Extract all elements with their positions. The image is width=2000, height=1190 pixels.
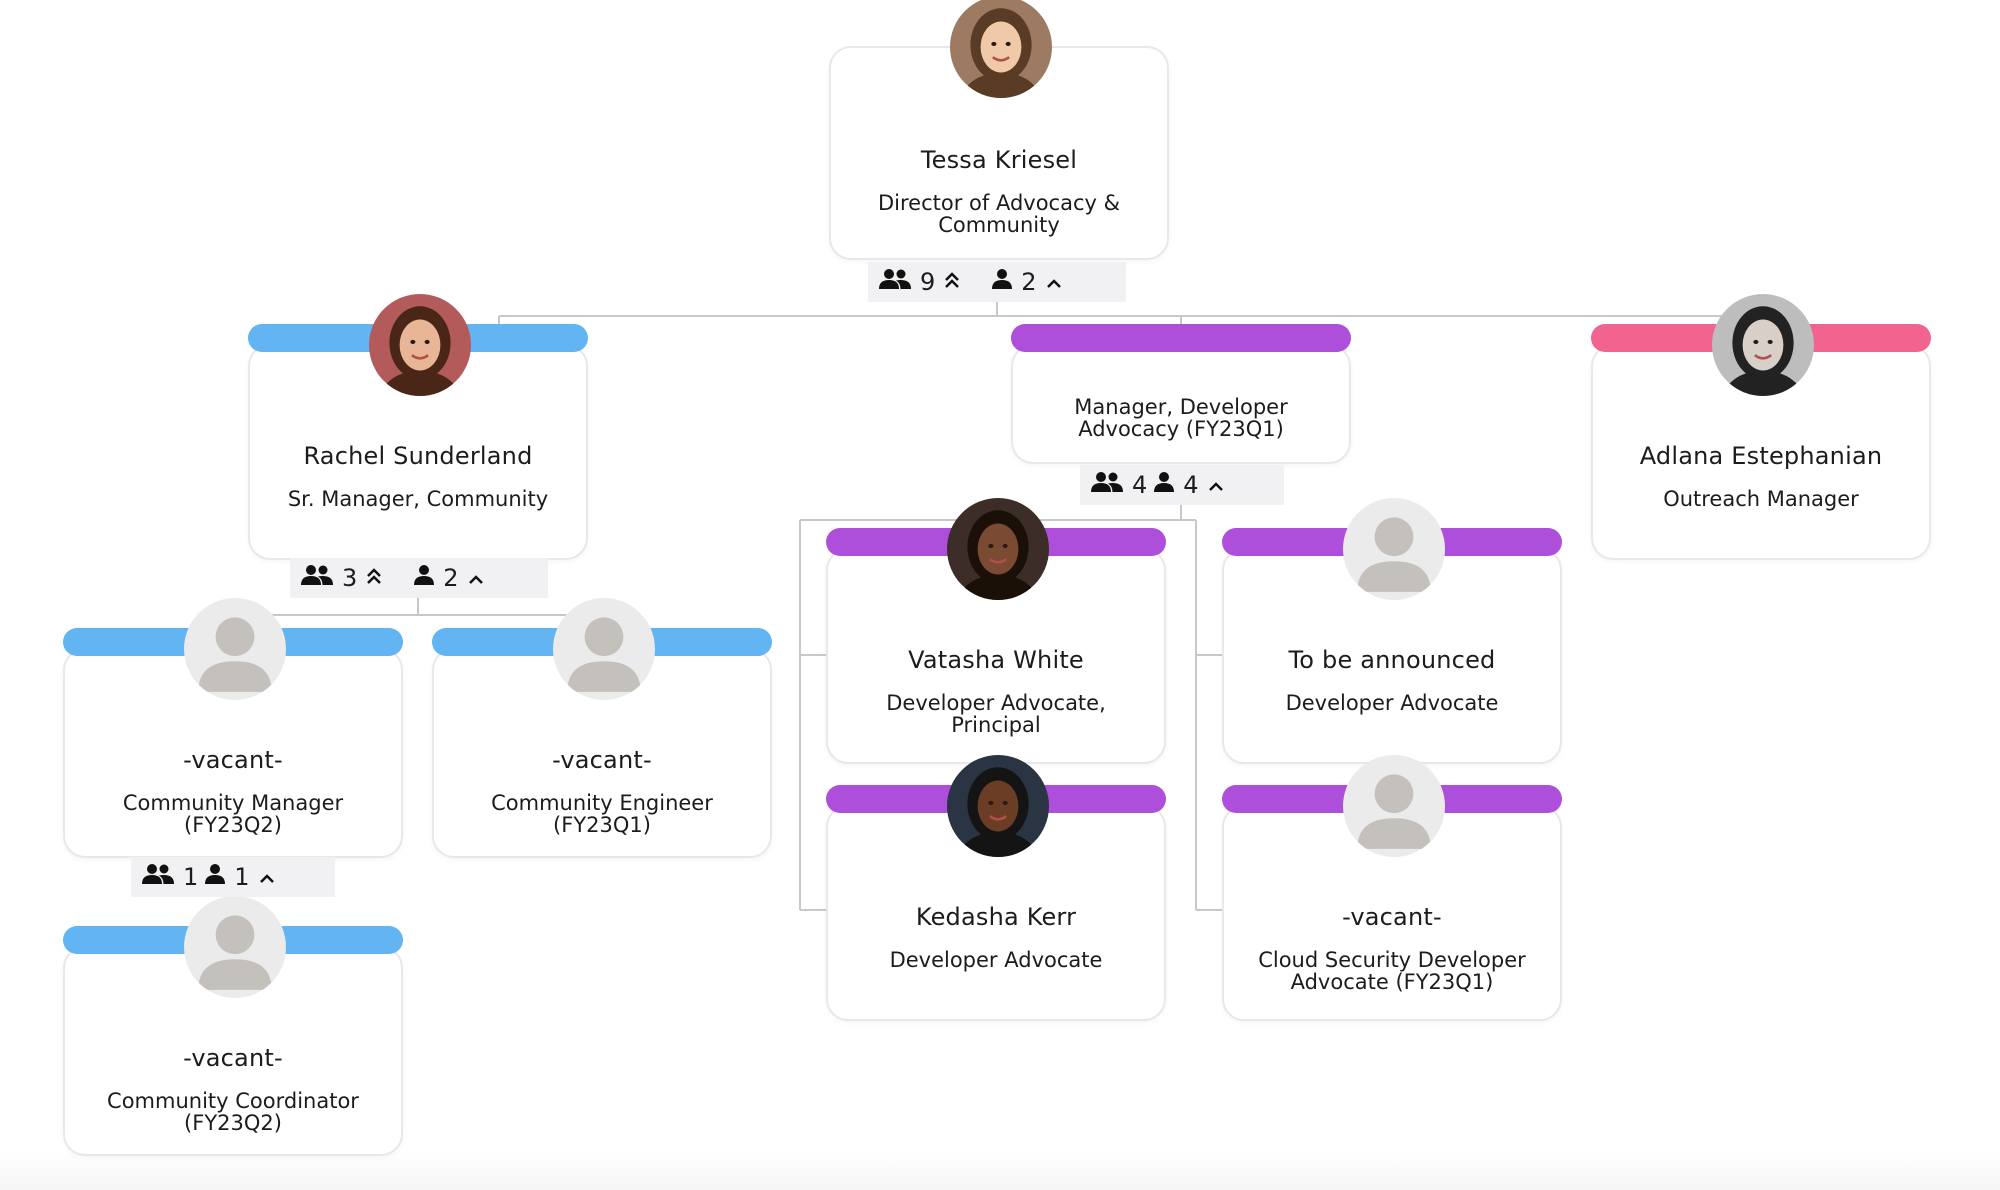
chevron-up-icon[interactable] xyxy=(258,863,276,891)
direct-reports: 1 xyxy=(204,863,275,891)
org-card-mgrdev[interactable]: Manager, Developer Advocacy (FY23Q1) xyxy=(1011,324,1351,464)
total-reports-count: 9 xyxy=(920,268,936,296)
job-title: Director of Advocacy & Community xyxy=(878,191,1120,237)
org-card-vac_ce[interactable]: -vacant- Community Engineer (FY23Q1) xyxy=(432,598,772,858)
person-name: -vacant- xyxy=(183,1044,283,1072)
avatar-placeholder-icon xyxy=(1343,755,1445,857)
group-icon xyxy=(1090,471,1124,499)
avatar-photo-icon xyxy=(947,755,1049,857)
total-reports: 9 xyxy=(878,268,961,296)
direct-reports-count: 1 xyxy=(234,863,250,891)
job-title: Outreach Manager xyxy=(1663,487,1859,511)
person-name: To be announced xyxy=(1288,646,1496,674)
person-name: Kedasha Kerr xyxy=(915,903,1077,931)
direct-reports-count: 2 xyxy=(443,564,459,592)
total-reports: 3 xyxy=(300,564,383,592)
job-title: Developer Advocate, Principal xyxy=(886,691,1106,737)
org-card-vac_cc[interactable]: -vacant- Community Coordinator (FY23Q2) xyxy=(63,896,403,1156)
group-icon xyxy=(878,268,912,296)
job-title: Community Coordinator (FY23Q2) xyxy=(107,1089,359,1135)
direct-reports: 2 xyxy=(991,268,1062,296)
person-icon xyxy=(1153,471,1175,499)
person-name: Tessa Kriesel xyxy=(920,146,1078,174)
person-name: Rachel Sunderland xyxy=(303,442,533,470)
chevron-up-icon[interactable] xyxy=(467,564,485,592)
org-card-vac_csda[interactable]: -vacant- Cloud Security Developer Advocat… xyxy=(1222,755,1562,1021)
avatar-placeholder-icon xyxy=(553,598,655,700)
job-title: Developer Advocate xyxy=(889,948,1103,972)
person-icon xyxy=(413,564,435,592)
job-title: Manager, Developer Advocacy (FY23Q1) xyxy=(1074,395,1288,441)
avatar-photo-icon xyxy=(369,294,471,396)
person-icon xyxy=(204,863,226,891)
department-color-bar xyxy=(1011,324,1351,352)
avatar-placeholder-icon xyxy=(184,598,286,700)
person-name: -vacant- xyxy=(183,746,283,774)
job-title: Cloud Security Developer Advocate (FY23Q… xyxy=(1258,948,1526,994)
person-name: -vacant- xyxy=(1342,903,1442,931)
avatar-placeholder-icon xyxy=(184,896,286,998)
person-name: Vatasha White xyxy=(908,646,1084,674)
avatar-placeholder-icon xyxy=(1343,498,1445,600)
job-title: Community Engineer (FY23Q1) xyxy=(491,791,713,837)
total-reports-count: 4 xyxy=(1132,471,1148,499)
job-title: Sr. Manager, Community xyxy=(287,487,549,511)
avatar-photo-icon xyxy=(950,0,1052,98)
bottom-fade xyxy=(0,1150,2000,1190)
double-chevron-up-icon[interactable] xyxy=(943,268,961,296)
avatar-photo-icon xyxy=(1712,294,1814,396)
total-reports-count: 1 xyxy=(183,863,199,891)
job-title: Community Manager (FY23Q2) xyxy=(122,791,344,837)
total-reports-count: 3 xyxy=(342,564,358,592)
person-name: -vacant- xyxy=(552,746,652,774)
person-icon xyxy=(991,268,1013,296)
job-title: Developer Advocate xyxy=(1285,691,1499,715)
avatar-photo-icon xyxy=(947,498,1049,600)
direct-reports-count: 4 xyxy=(1183,471,1199,499)
org-card-vac_cm[interactable]: -vacant- Community Manager (FY23Q2) xyxy=(63,598,403,858)
total-reports: 4 xyxy=(1090,471,1147,499)
total-reports: 1 xyxy=(141,863,198,891)
direct-reports: 2 xyxy=(413,564,484,592)
person-name: Adlana Estephanian xyxy=(1639,442,1883,470)
chevron-up-icon[interactable] xyxy=(1045,268,1063,296)
direct-reports: 4 xyxy=(1153,471,1224,499)
group-icon xyxy=(300,564,334,592)
group-icon xyxy=(141,863,175,891)
direct-reports-count: 2 xyxy=(1021,268,1037,296)
double-chevron-up-icon[interactable] xyxy=(365,564,383,592)
chevron-up-icon[interactable] xyxy=(1207,471,1225,499)
